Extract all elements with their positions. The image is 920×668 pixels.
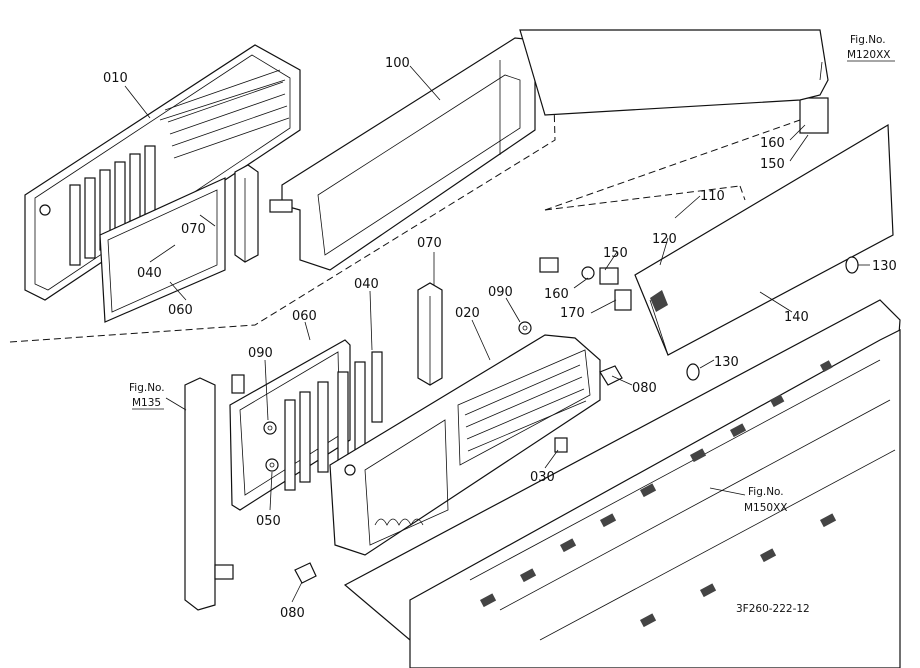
fig-ref-m150-title: Fig.No. <box>748 486 784 498</box>
foam-block-lower <box>417 282 443 386</box>
foam-block-upper <box>234 164 259 263</box>
gasket-upper <box>99 177 226 323</box>
callout-070-lower: 070 <box>417 236 442 251</box>
callout-150-lower: 150 <box>603 246 628 261</box>
figure-references: Fig.No. M120XX Fig.No. M135 Fig.No. M150… <box>129 34 895 514</box>
hinge-parts <box>539 97 829 311</box>
callout-050: 050 <box>256 514 281 529</box>
callout-170: 170 <box>560 306 585 321</box>
slat-set-lower <box>284 351 383 491</box>
callout-040-upper: 040 <box>137 266 162 281</box>
vent-hole-patterns <box>479 360 837 628</box>
side-panel-140 <box>634 123 894 356</box>
callout-020: 020 <box>455 306 480 321</box>
cabinet-base <box>343 299 901 668</box>
callout-080-right: 080 <box>632 381 657 396</box>
callout-labels: 010 100 070 040 060 070 040 060 090 020 … <box>103 56 897 621</box>
side-bracket <box>184 374 245 611</box>
washer-group <box>263 321 532 472</box>
callout-090-left: 090 <box>248 346 273 361</box>
drawing-number: 3F260-222-12 <box>736 603 810 615</box>
fig-ref-m135-title: Fig.No. <box>129 382 165 394</box>
fig-ref-m120-title: Fig.No. <box>850 34 886 46</box>
front-grille-lower <box>329 334 601 556</box>
callout-130-upper: 130 <box>872 259 897 274</box>
callout-090-right: 090 <box>488 285 513 300</box>
panel-frame-100 <box>269 37 536 271</box>
callout-120: 120 <box>652 232 677 247</box>
callout-130-lower: 130 <box>714 355 739 370</box>
fastener-group <box>294 365 623 584</box>
callout-040-lower: 040 <box>354 277 379 292</box>
callout-160-upper: 160 <box>760 136 785 151</box>
callout-140: 140 <box>784 310 809 325</box>
callout-030: 030 <box>530 470 555 485</box>
fig-ref-m150-code: M150XX <box>744 502 788 514</box>
leader-lines <box>124 61 870 603</box>
callout-080-left: 080 <box>280 606 305 621</box>
callout-010: 010 <box>103 71 128 86</box>
callout-150-upper: 150 <box>760 157 785 172</box>
callout-160-lower: 160 <box>544 287 569 302</box>
cabinet-top <box>519 29 829 116</box>
callout-060-upper: 060 <box>168 303 193 318</box>
callout-070-upper: 070 <box>181 222 206 237</box>
callout-110: 110 <box>700 189 725 204</box>
fig-ref-m135-code: M135 <box>132 397 161 409</box>
front-grille-upper <box>24 44 301 301</box>
callout-100: 100 <box>385 56 410 71</box>
fig-ref-m120-code: M120XX <box>847 49 891 61</box>
callout-060-lower: 060 <box>292 309 317 324</box>
